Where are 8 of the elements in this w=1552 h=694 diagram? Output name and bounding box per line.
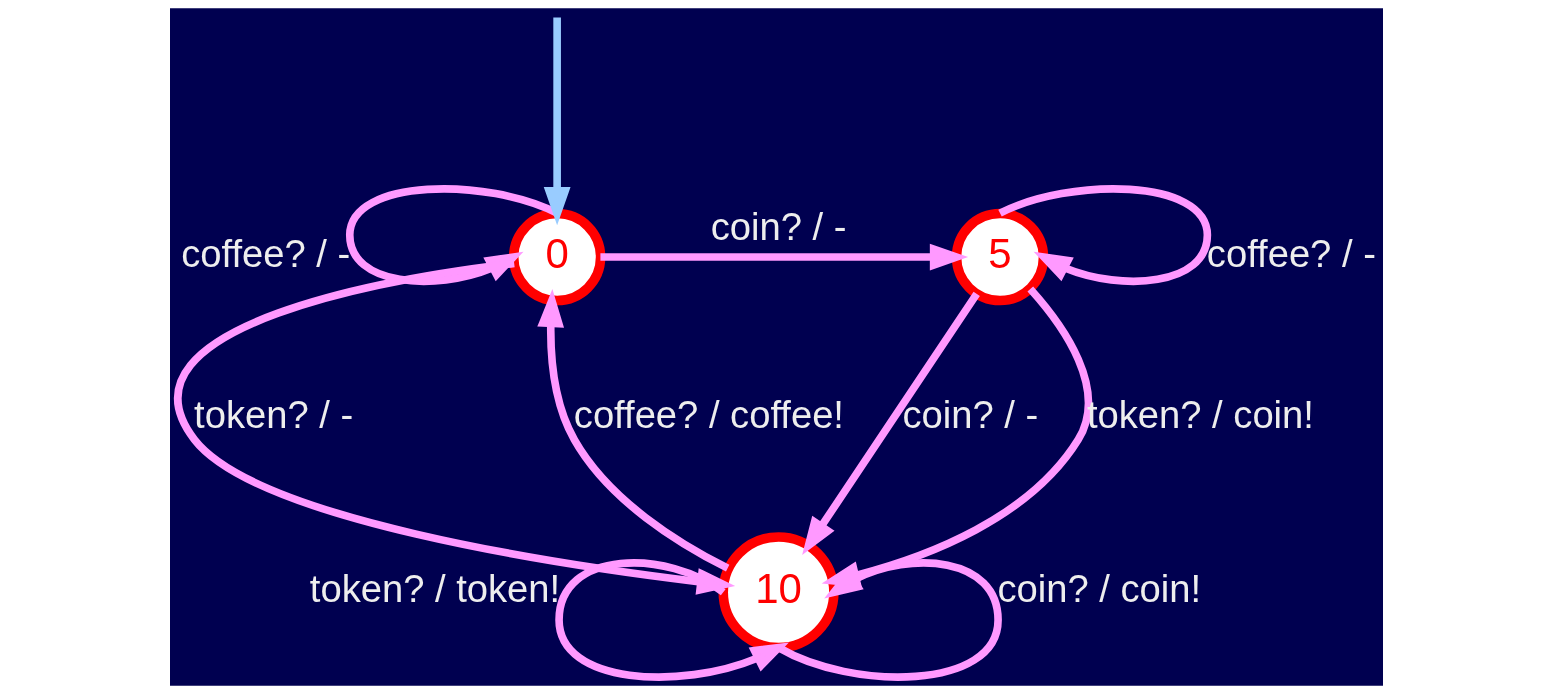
- edge-label: token? / -: [193, 393, 353, 437]
- edge-label: coffee? / coffee!: [573, 393, 844, 437]
- edge-label: token? / token!: [309, 566, 560, 610]
- edge-label: coin? / -: [710, 204, 846, 248]
- edge-label: coin? / -: [902, 393, 1038, 437]
- edge-label: coffee? / -: [1206, 231, 1376, 275]
- edge-label: coin? / coin!: [996, 566, 1201, 610]
- edge-label: coffee? / -: [180, 231, 350, 275]
